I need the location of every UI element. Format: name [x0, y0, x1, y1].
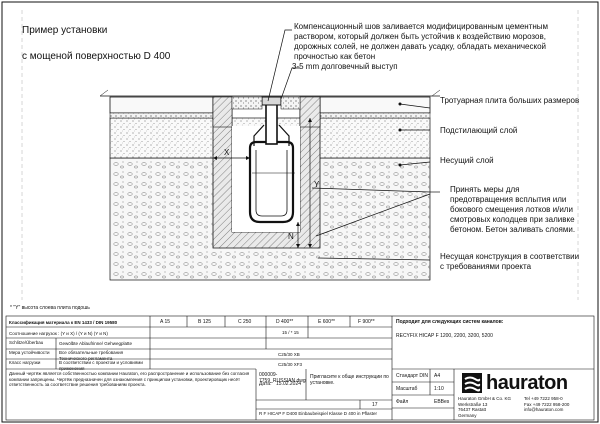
bearing-structure-label: Несущая конструкция в соответствии с тре… — [440, 252, 580, 271]
title-block-grid — [5, 315, 595, 421]
sheet-number: 17 — [372, 402, 378, 408]
date-label: Дата: — [259, 381, 272, 387]
dimension-x-label: X — [224, 148, 230, 157]
document-number: 000009-7759_RUSSIAN.dwg — [259, 372, 306, 384]
concrete-class-2: C25/30 XF3 — [278, 362, 303, 367]
class-d400: D 400** — [276, 319, 294, 325]
channel-body — [248, 96, 295, 224]
left-row-3-label: Класс нагрузки — [9, 360, 41, 365]
left-row-2-label: Мера устойчивости — [9, 350, 50, 355]
format-label: Файл — [396, 399, 409, 405]
left-row-1-label: Schlitze/Überbau — [9, 340, 44, 345]
scale-label: Масштаб — [396, 386, 418, 392]
concrete-class-1: C25/30 XB — [278, 352, 300, 357]
dimension-n-label: N — [288, 232, 294, 241]
product-list: RECYFIX HICAP F 1200, 2200, 3200, 5200 — [396, 333, 493, 339]
bearing-layer-label: Несущий слой — [440, 156, 494, 165]
paving-label: Тротуарная плита больших размеров — [440, 96, 580, 105]
standard-value: A4 — [434, 373, 441, 379]
systems-title: Подходит для следующих систем каналов: — [396, 319, 504, 325]
instruction-note: Пригласите к обще инструкции по установк… — [310, 374, 389, 386]
footnote: * "Y" высота слоева плита подошь — [10, 305, 90, 311]
hauraton-logo-mark — [462, 373, 482, 393]
measures-label: Принять меры для предотвращения всплытия… — [450, 185, 576, 234]
file-name: R F HICAP F D400 Einbaubeispiel Klasse D… — [259, 411, 377, 416]
company-logo: hauraton — [486, 372, 568, 394]
legal-text: Данный чертёж является собственностью ко… — [9, 371, 250, 387]
class-a15: A 15 — [160, 319, 171, 325]
company-contacts: Tel +49 7222 958-0 Fax +49 7222 958-200 … — [524, 396, 570, 412]
left-row-1-value: Gewölbte Ablaufrinne/ Gehwegplatte — [59, 341, 133, 346]
format-value: EBBes — [434, 399, 450, 405]
class-b125: B 125 — [198, 319, 212, 325]
paving-stones — [109, 96, 431, 119]
title-line-1: Пример установки — [22, 25, 108, 36]
class-e600: E 600** — [318, 319, 335, 325]
dimension-y-label: Y — [314, 180, 320, 189]
class-f900: F 900** — [358, 319, 375, 325]
company-address: Hauraton GmbH & Co. KG Werkstraße 13 764… — [458, 396, 512, 418]
leader-lines — [267, 29, 440, 261]
left-row-2-value: Все обязательные требования Технического… — [59, 350, 124, 361]
class-c250: C 250 — [238, 319, 252, 325]
title-line-2: с мощеной поверхностью D 400 — [22, 51, 171, 62]
left-row-3-value: В соответствии с проектом и условиями пр… — [59, 360, 143, 371]
class-row-label: Классификация материала к EN 1433 / DIN … — [9, 320, 118, 325]
standard-label: Стандарт DIN — [396, 373, 429, 379]
base-layer-label: Подстилающий слой — [440, 126, 518, 135]
date-value: 15.02.2024 — [276, 381, 302, 387]
offset-note: 3-5 mm долговечный выступ — [292, 62, 398, 71]
drawing-title: Пример установки с мощеной поверхностью … — [22, 13, 170, 75]
ratio-value: 15 / * 15 — [282, 330, 299, 335]
ratio-row-label: Соотношение нагрузок : (Y и X) / (Y и N)… — [9, 331, 108, 336]
scale-value: 1:10 — [434, 386, 444, 392]
joint-note: Компенсационный шов заливается модифицир… — [294, 22, 549, 61]
